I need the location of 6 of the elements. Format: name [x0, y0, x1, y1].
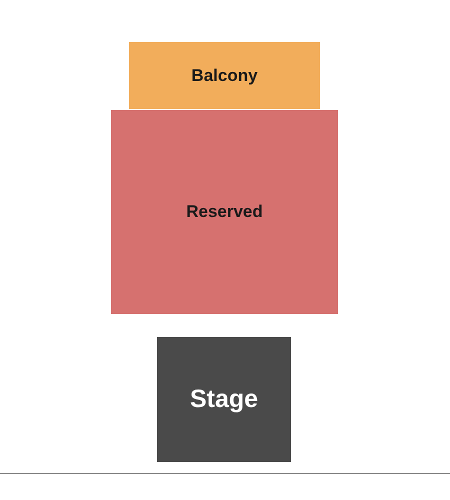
- balcony-section: [129, 42, 320, 109]
- section-label: Reserved: [186, 202, 263, 222]
- section-label: Balcony: [191, 66, 258, 86]
- stage-label: Stage: [190, 385, 258, 414]
- stage-area: [157, 337, 291, 462]
- seating-section: [111, 110, 338, 314]
